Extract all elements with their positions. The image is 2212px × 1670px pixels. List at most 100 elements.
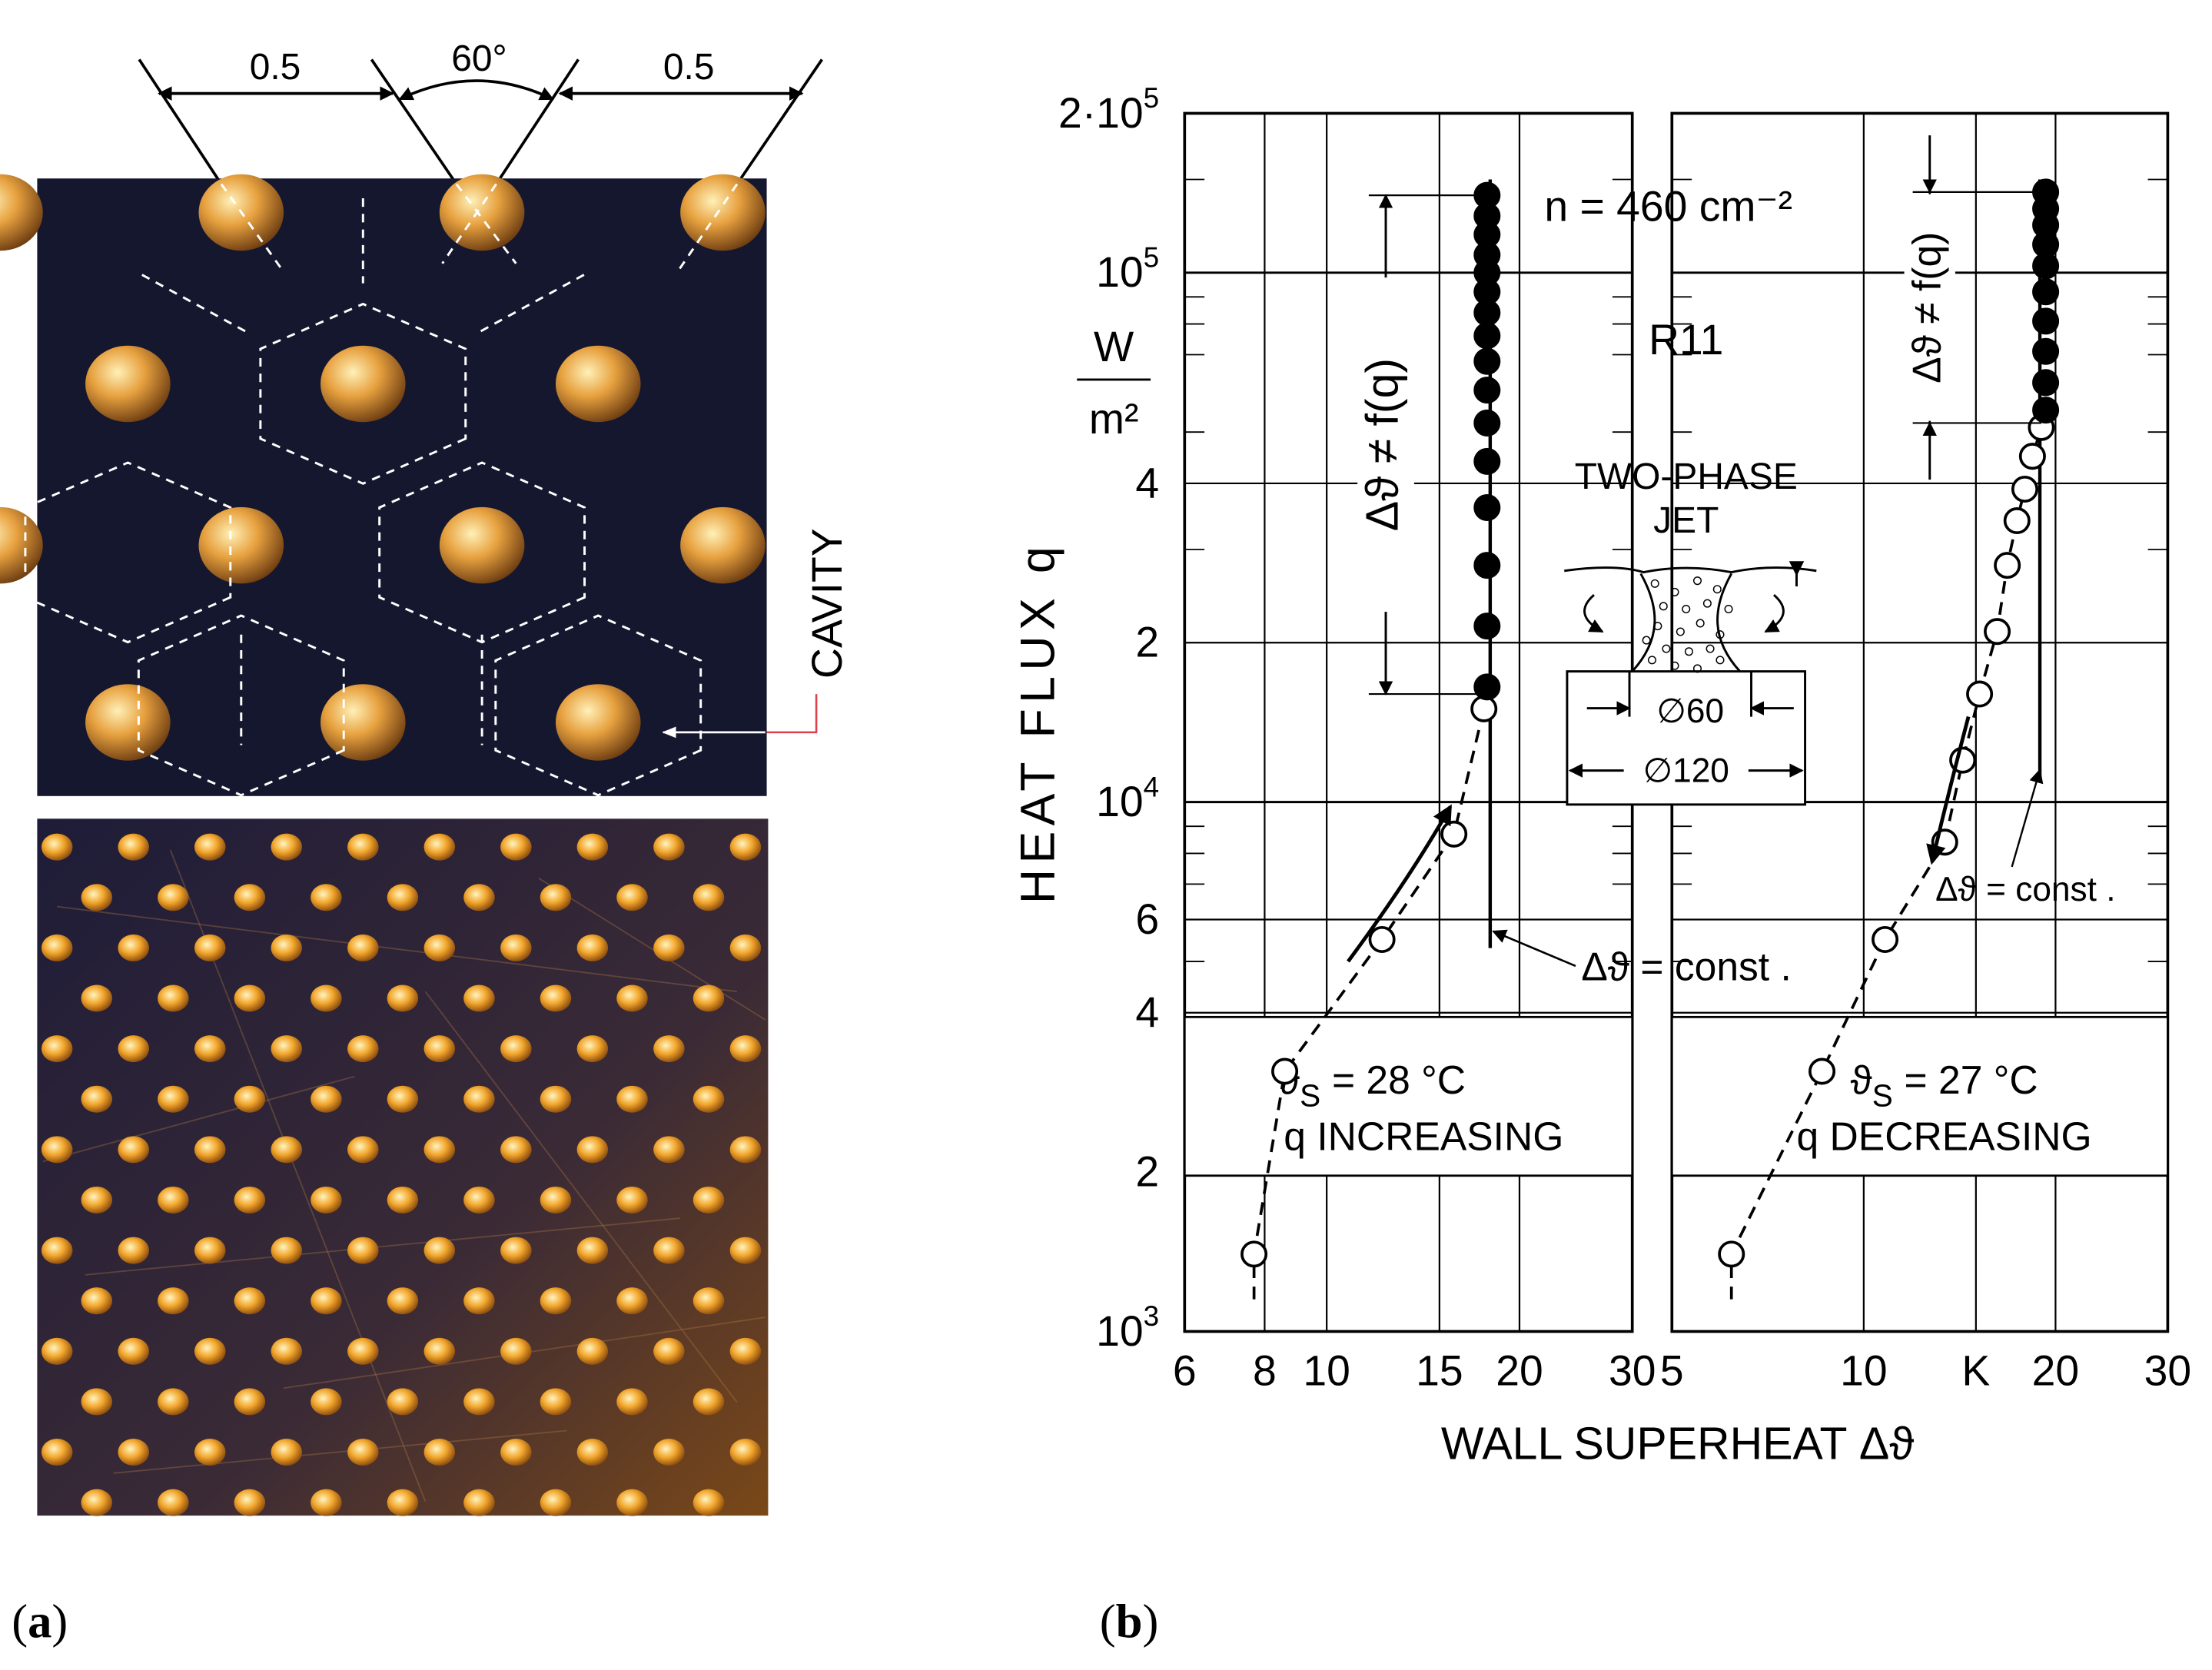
x-tick-label: 30 <box>1609 1347 1656 1395</box>
cavity-dimple <box>85 684 171 761</box>
data-point-open <box>1440 820 1468 848</box>
cavity-photo-overview <box>37 818 769 1516</box>
cavity-dot <box>118 1439 149 1466</box>
cavity-dot <box>540 1287 572 1315</box>
cavity-dot <box>81 1489 113 1516</box>
experiment-inset: n = 460 cm⁻² R11 TWO-PHASE JET <box>1544 183 1817 806</box>
data-point-open <box>1271 1057 1299 1085</box>
independence-label-left: Δϑ ≠ f(q) <box>1358 358 1408 531</box>
data-point-open <box>1872 925 1899 954</box>
cavity-dot <box>423 1337 456 1365</box>
data-point-open <box>1368 925 1396 954</box>
cavity-dot <box>234 884 266 911</box>
data-point-filled <box>2032 307 2060 335</box>
chart-series <box>1241 178 2060 1300</box>
jet-title-line1: TWO-PHASE <box>1575 457 1798 497</box>
cavity-dot <box>423 1136 456 1164</box>
cavity-dot <box>692 1186 725 1213</box>
cavity-dimple <box>198 506 284 584</box>
cavity-dot <box>118 1237 149 1264</box>
cavity-dot <box>500 1035 532 1063</box>
data-point-filled <box>1473 322 1501 350</box>
cavity-dot <box>653 833 685 861</box>
jet-sketch <box>1564 561 1817 806</box>
cavity-dot <box>653 1035 685 1063</box>
cavity-photo-closeup <box>0 174 767 797</box>
cavity-dot <box>158 1489 189 1516</box>
cavity-dot <box>234 984 266 1012</box>
data-point-filled <box>1473 409 1501 437</box>
cavity-dot <box>692 884 725 911</box>
cavity-dot <box>729 1035 762 1063</box>
x-axis-title: WALL SUPERHEAT Δϑ <box>1441 1419 1915 1469</box>
cavity-dot <box>463 1186 495 1213</box>
cavity-dot <box>729 1337 762 1365</box>
cavity-leader-line <box>766 694 818 734</box>
x-tick-label: 8 <box>1253 1347 1277 1395</box>
cavity-dot <box>81 984 113 1012</box>
cavity-dot <box>616 1489 648 1516</box>
cavity-dimple <box>0 174 43 251</box>
cavity-dot <box>576 1337 609 1365</box>
cavity-dot <box>653 934 685 961</box>
cavity-dot <box>158 1085 189 1113</box>
x-tick-label: 20 <box>1496 1347 1543 1395</box>
cavity-dot <box>194 1136 226 1164</box>
cavity-dot <box>271 833 303 861</box>
y-tick-label: 4 <box>1135 988 1159 1036</box>
condition-direction-left: q INCREASING <box>1284 1114 1563 1159</box>
outer-diameter-label: ∅120 <box>1643 752 1729 789</box>
cavity-dot <box>194 1337 226 1365</box>
cavity-dot <box>118 1035 149 1063</box>
cavity-dot <box>423 1237 456 1264</box>
panel-b-label: (b) <box>1100 1595 1159 1648</box>
panel-a-photographs: 0.5 60° 0.5 CAVITY (a) <box>0 38 851 1648</box>
cavity-dot <box>729 1439 762 1466</box>
cavity-dimple <box>680 506 766 584</box>
data-point-open <box>1470 695 1498 722</box>
cavity-dot <box>387 984 419 1012</box>
cavity-density-label: n = 460 cm⁻² <box>1544 183 1792 231</box>
cavity-dot <box>347 833 379 861</box>
cavity-dot <box>616 984 648 1012</box>
cavity-dot <box>540 1186 572 1213</box>
cavity-dot <box>311 884 342 911</box>
cavity-dot <box>423 833 456 861</box>
x-tick-label: 10 <box>1303 1347 1350 1395</box>
data-point-filled <box>2032 337 2060 365</box>
cavity-dot <box>271 1439 303 1466</box>
data-point-open <box>1984 618 2011 646</box>
data-point-filled <box>2032 278 2060 306</box>
cavity-dot <box>576 1439 609 1466</box>
cavity-dot <box>463 1287 495 1315</box>
cavity-dot <box>576 833 609 861</box>
data-point-filled <box>2032 369 2060 397</box>
cavity-dot <box>616 1388 648 1416</box>
cavity-dot <box>616 1186 648 1213</box>
cavity-dot <box>729 934 762 961</box>
cavity-dot <box>463 884 495 911</box>
cavity-dot <box>500 1337 532 1365</box>
cavity-dot <box>692 1489 725 1516</box>
cavity-dot <box>81 1287 113 1315</box>
cavity-dot <box>540 984 572 1012</box>
x-tick-label: 5 <box>1660 1347 1684 1395</box>
cavity-dot <box>347 1136 379 1164</box>
cavity-dot <box>311 1186 342 1213</box>
cavity-dot <box>616 1287 648 1315</box>
independence-label-right: Δϑ ≠ f(q) <box>1904 232 1948 383</box>
cavity-dot <box>576 1035 609 1063</box>
cavity-dot <box>463 1489 495 1516</box>
y-tick-label: 4 <box>1135 459 1159 506</box>
cavity-dimple <box>85 345 171 423</box>
cavity-dot <box>616 884 648 911</box>
cavity-dot <box>463 1388 495 1416</box>
cavity-dot <box>540 1489 572 1516</box>
y-unit-denominator: m² <box>1089 395 1138 443</box>
condition-temp-right: ϑS= 27 °C <box>1851 1057 2038 1114</box>
cavity-dot <box>234 1085 266 1113</box>
cavity-dot <box>540 884 572 911</box>
x-tick-label: 10 <box>1840 1347 1888 1395</box>
cavity-dot <box>540 1388 572 1416</box>
